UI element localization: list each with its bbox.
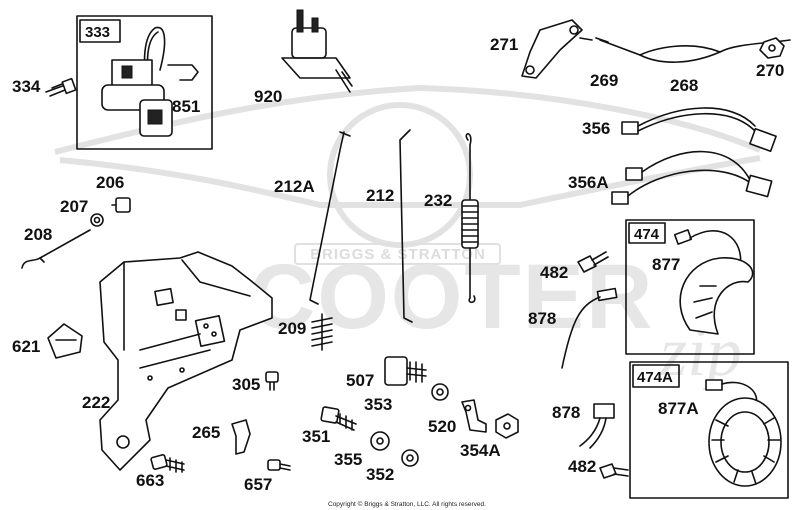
label-269: 269 — [590, 71, 618, 90]
watermark-brand: BRIGGS & STRATTON — [310, 246, 486, 263]
rod-212a — [309, 131, 351, 305]
box-474a: 474A — [629, 361, 789, 499]
part-labels: 334 851 920 271 269 268 270 356 356A 206… — [12, 35, 784, 494]
label-222: 222 — [82, 393, 110, 412]
nut-354a — [495, 413, 519, 439]
label-482b: 482 — [568, 457, 596, 476]
box-label-474: 474 — [634, 226, 660, 243]
alternator-877 — [673, 229, 754, 335]
label-208: 208 — [24, 225, 52, 244]
label-663: 663 — [136, 471, 164, 490]
washer-353 — [431, 383, 449, 401]
label-482a: 482 — [540, 263, 568, 282]
label-878a: 878 — [528, 309, 556, 328]
washer-352 — [401, 449, 419, 467]
label-353: 353 — [364, 395, 392, 414]
label-356: 356 — [582, 119, 610, 138]
label-209: 209 — [278, 319, 306, 338]
label-268: 268 — [670, 76, 698, 95]
parts-206-208 — [21, 197, 131, 269]
label-621: 621 — [12, 337, 40, 356]
box-label-333: 333 — [85, 24, 110, 41]
label-305: 305 — [232, 375, 260, 394]
wire-878-upper — [561, 287, 618, 369]
label-878b: 878 — [552, 403, 580, 422]
alternator-877a — [705, 379, 782, 487]
clamp-265 — [231, 419, 251, 455]
label-355: 355 — [334, 450, 362, 469]
screw-334 — [45, 77, 77, 97]
wire-878-lower — [579, 403, 615, 449]
label-206: 206 — [96, 173, 124, 192]
label-851: 851 — [172, 97, 200, 116]
wire-268-269 — [595, 37, 791, 63]
rod-212 — [399, 129, 413, 323]
screw-482-upper — [577, 251, 609, 273]
label-877a: 877A — [658, 399, 699, 418]
label-351: 351 — [302, 427, 330, 446]
label-207: 207 — [60, 197, 88, 216]
screw-351 — [320, 406, 357, 431]
spring-209 — [311, 313, 333, 351]
label-354a: 354A — [460, 441, 501, 460]
connector-507 — [384, 356, 427, 386]
bolt-663 — [150, 454, 185, 473]
bracket-222 — [99, 251, 273, 471]
screw-657 — [267, 459, 291, 471]
label-271: 271 — [490, 35, 518, 54]
spring-232 — [461, 133, 479, 304]
box-label-474a: 474A — [637, 369, 673, 386]
label-520: 520 — [428, 417, 456, 436]
terminal-520 — [461, 399, 487, 433]
ignition-coil — [101, 26, 199, 137]
harness-356a — [611, 150, 773, 205]
watermark: BRIGGS & STRATTON SCOOTER zip — [54, 84, 762, 391]
harness-356 — [621, 107, 777, 153]
bracket-271 — [521, 19, 593, 79]
screw-482-lower — [599, 463, 629, 479]
label-232: 232 — [424, 191, 452, 210]
label-877: 877 — [652, 255, 680, 274]
label-212: 212 — [366, 186, 394, 205]
label-265: 265 — [192, 423, 220, 442]
label-352: 352 — [366, 465, 394, 484]
label-507: 507 — [346, 371, 374, 390]
copyright-text: Copyright © Briggs & Stratton, LLC. All … — [328, 500, 486, 508]
clip-621 — [47, 323, 83, 359]
label-212a: 212A — [274, 177, 315, 196]
box-333: 333 — [76, 15, 213, 150]
screw-305 — [265, 371, 279, 391]
label-356a: 356A — [568, 173, 609, 192]
solenoid-920 — [281, 9, 353, 93]
label-270: 270 — [756, 61, 784, 80]
box-474: 474 — [625, 219, 755, 355]
washer-355 — [370, 431, 390, 451]
label-920: 920 — [254, 87, 282, 106]
label-657: 657 — [244, 475, 272, 494]
label-334: 334 — [12, 77, 41, 96]
nut-270 — [759, 37, 785, 59]
